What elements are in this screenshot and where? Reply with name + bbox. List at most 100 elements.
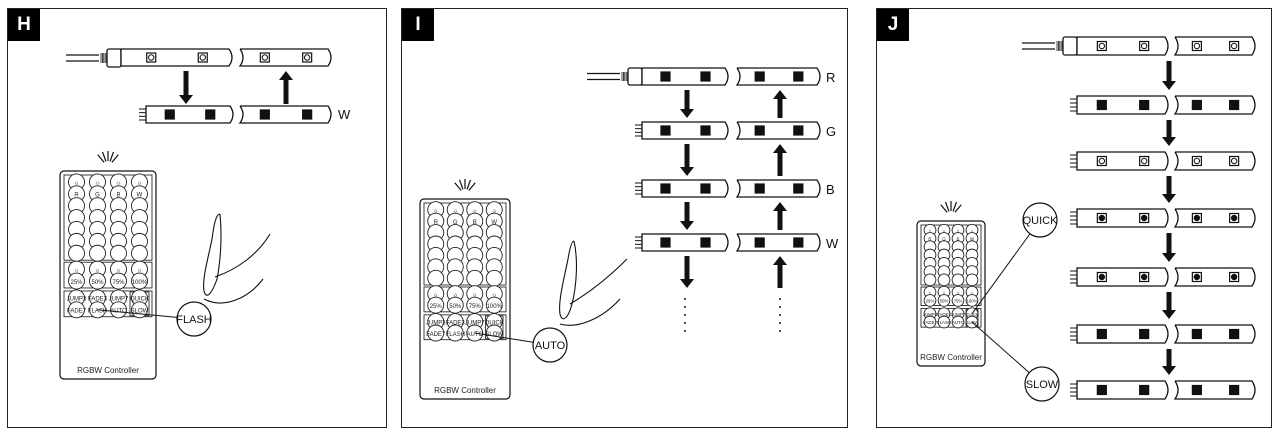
remote-button-label: JUMP3 <box>426 320 446 326</box>
led-chip-center <box>1230 273 1238 281</box>
remote-button-label: JUMP3 <box>923 312 938 317</box>
signal-mark <box>458 179 464 190</box>
led-strip-segment <box>1076 380 1169 400</box>
flow-arrow-head <box>773 256 787 265</box>
led-strip-segment <box>1173 324 1256 344</box>
led-chip <box>754 183 765 194</box>
remote-button-label: ☼ <box>928 290 932 295</box>
remote-button-label: FADE7 <box>426 332 446 338</box>
remote-button <box>923 294 937 307</box>
strip-outline <box>1076 151 1169 171</box>
remote-button-label: ☼ <box>472 293 478 299</box>
led-chip-center <box>303 54 311 61</box>
finger-outline <box>559 240 628 326</box>
strip-outline <box>641 233 729 252</box>
led-chip-center <box>1140 157 1148 165</box>
remote-button <box>965 294 979 307</box>
flow-arrow-head <box>279 71 293 80</box>
led-chip-center <box>261 54 269 61</box>
remote-button-label: ☼ <box>433 293 439 299</box>
flow-arrow-head <box>1162 253 1176 262</box>
remote-button-label: FADE7 <box>923 320 938 325</box>
callout-text: QUICK <box>1023 215 1059 227</box>
button-group-frame <box>423 202 507 286</box>
flow-arrow-head <box>1162 194 1176 203</box>
remote-button <box>446 269 464 287</box>
remote-button-label: AUTO <box>466 332 483 338</box>
button-group-frame <box>63 174 153 261</box>
led-chip <box>1191 328 1202 340</box>
flow-arrow-head <box>680 167 694 176</box>
strip-outline <box>1076 324 1169 344</box>
remote-button-label: 100% <box>966 298 977 303</box>
remote-button-label: JUMP7 <box>951 312 966 317</box>
continuation-dot <box>684 322 686 324</box>
led-chip <box>700 237 711 248</box>
remote-button-label: 25% <box>70 280 83 286</box>
remote-button <box>131 272 148 290</box>
signal-mark <box>111 154 119 163</box>
flow-arrow-head <box>1162 366 1176 375</box>
led-chip <box>793 183 804 194</box>
callout-text: AUTO <box>535 340 566 352</box>
led-strip-segment <box>1076 208 1169 228</box>
power-cable <box>1022 42 1055 50</box>
remote-button-label: ☼ <box>492 209 498 215</box>
led-strip-segment <box>1076 151 1169 171</box>
flow-arrow-head <box>680 279 694 288</box>
led-chip <box>700 71 711 82</box>
led-strip-segment <box>1173 267 1256 287</box>
remote-button <box>937 273 951 287</box>
led-chip <box>793 125 804 136</box>
led-chip-center <box>199 54 206 61</box>
power-cable <box>66 54 99 62</box>
led-chip-center <box>1098 42 1106 50</box>
led-strip-segment <box>1076 324 1169 344</box>
remote-button-label: ☼ <box>137 181 143 187</box>
remote-button <box>951 315 965 329</box>
remote-button-label: ☼ <box>95 181 101 187</box>
strip-outline <box>641 67 729 86</box>
remote-button-label: 75% <box>954 298 963 303</box>
led-chip-center <box>1098 214 1106 222</box>
signal-mark <box>468 182 476 191</box>
remote-button-label: 25% <box>926 298 935 303</box>
remote-button-label: ☼ <box>492 293 498 299</box>
callout-text: SLOW <box>1026 379 1059 391</box>
remote-button-label: ☼ <box>942 228 946 233</box>
led-chip <box>660 125 671 136</box>
led-chip <box>164 109 175 120</box>
led-strip-segment <box>641 67 729 86</box>
led-strip-segment <box>1173 151 1256 171</box>
panel-tag: H <box>8 9 40 41</box>
power-plug <box>106 48 122 68</box>
remote-button-label: G <box>453 220 458 226</box>
remote-button <box>89 244 106 262</box>
color-label: W <box>826 236 839 251</box>
panel-tag: J <box>877 9 909 41</box>
color-label: W <box>338 107 351 122</box>
led-strip-segment <box>641 179 729 198</box>
remote-button-label: ☼ <box>928 228 932 233</box>
remote-button <box>951 294 965 307</box>
led-strip-segment <box>735 233 821 252</box>
signal-mark <box>944 201 950 212</box>
strip-outline <box>1173 36 1256 56</box>
remote-button-label: 75% <box>112 280 125 286</box>
remote-button-label: QUICK <box>130 297 149 303</box>
signal-mark <box>109 151 115 162</box>
color-label: G <box>826 124 836 139</box>
flow-arrow-head <box>1162 137 1176 146</box>
remote-button-label: ☼ <box>970 290 974 295</box>
remote-button-label: 75% <box>469 304 482 310</box>
led-chip <box>1191 99 1202 111</box>
led-chip <box>754 237 765 248</box>
remote-button-label: SLOW <box>131 309 149 315</box>
led-chip-center <box>1140 42 1148 50</box>
strip-outline <box>1076 380 1169 400</box>
remote-button-label: ☼ <box>453 293 459 299</box>
remote-button <box>923 315 937 329</box>
power-plug <box>1062 36 1078 56</box>
